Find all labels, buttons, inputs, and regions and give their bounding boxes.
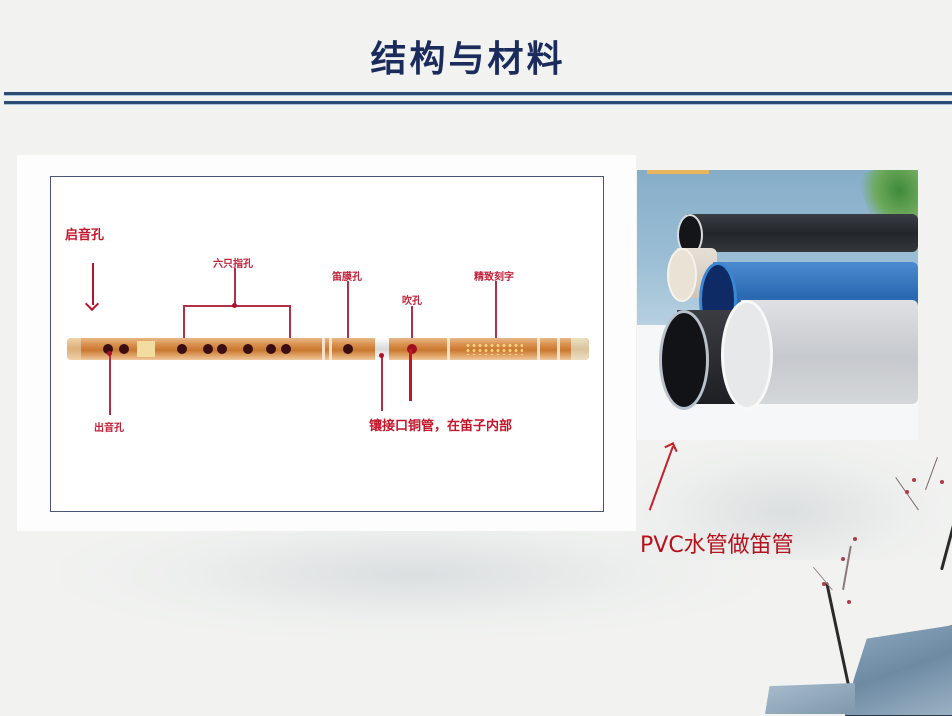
leader-line — [109, 353, 111, 415]
leader-dot — [107, 351, 112, 356]
finger-hole — [281, 344, 291, 354]
finger-hole — [217, 344, 227, 354]
finger-hole — [119, 344, 129, 354]
bamboo-flute-image — [67, 338, 589, 360]
rock-icon — [765, 683, 855, 714]
copper-joint — [375, 338, 389, 360]
label-joint-note: 镶接口铜管，在笛子内部 — [369, 419, 513, 434]
finger-hole — [177, 344, 187, 354]
leader-line — [411, 306, 413, 346]
mist-background-right — [620, 440, 952, 560]
finger-hole — [103, 344, 113, 354]
leader-line — [234, 268, 236, 306]
label-blow-hole: 吹孔 — [402, 296, 422, 307]
membrane-hole — [343, 344, 353, 354]
pvc-pipes-photo — [637, 170, 918, 440]
bracket-right — [289, 305, 291, 345]
label-six-finger-holes: 六只指孔 — [213, 259, 253, 270]
label-membrane-hole: 笛膜孔 — [332, 272, 362, 283]
plum-branch-icon — [825, 582, 851, 691]
arrow-down-icon — [92, 263, 94, 305]
rock-icon — [845, 625, 952, 716]
finger-hole — [203, 344, 213, 354]
pvc-caption: PVC水管做笛管 — [640, 533, 794, 558]
leader-line — [409, 349, 412, 401]
flute-diagram-card: 启音孔 六只指孔 笛膜孔 吹孔 精致刻字 — [17, 155, 636, 531]
label-exit-hole: 出音孔 — [94, 423, 124, 434]
label-tone-hole-top: 启音孔 — [65, 228, 105, 243]
slide-title: 结构与材料 — [370, 39, 566, 80]
leader-dot — [232, 303, 237, 308]
flute-diagram-frame: 启音孔 六只指孔 笛膜孔 吹孔 精致刻字 — [50, 176, 604, 512]
title-divider-bottom — [4, 101, 952, 104]
finger-hole — [266, 344, 276, 354]
engraving-pattern — [465, 343, 523, 355]
leader-line — [495, 281, 497, 347]
pipe-black — [687, 214, 918, 252]
bracket-left — [183, 305, 185, 345]
finger-hole — [243, 344, 253, 354]
blow-hole — [407, 344, 417, 354]
leader-line — [347, 281, 349, 347]
leader-dot — [379, 353, 384, 358]
leader-line — [381, 355, 383, 411]
bracket-line — [183, 305, 291, 307]
title-divider-top — [4, 92, 952, 95]
label-engraving: 精致刻字 — [474, 272, 514, 283]
